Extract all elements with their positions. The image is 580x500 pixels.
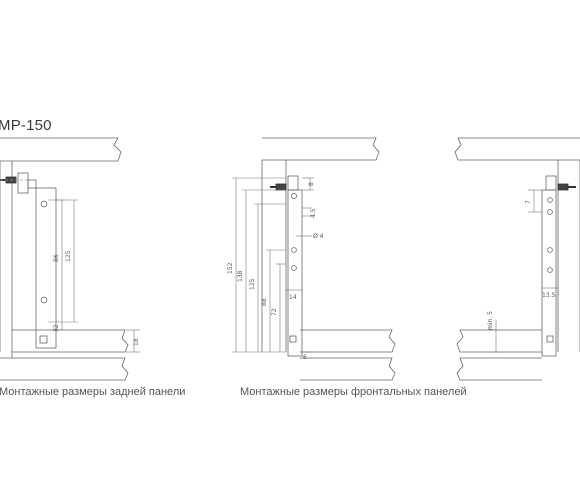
back-dim-1: 86 xyxy=(53,254,60,262)
front-right-dim-2: 13.5 xyxy=(542,292,556,299)
front-left-dim-7: 14 xyxy=(289,294,297,301)
front-left-dim-5: 72 xyxy=(271,308,278,316)
front-panels-caption: Монтажные размеры фронтальных панелей xyxy=(240,386,467,398)
back-top-board xyxy=(0,137,122,162)
back-panel-caption: Монтажные размеры задней панели xyxy=(0,386,186,398)
back-bottom-board xyxy=(12,329,129,353)
back-bracket-body xyxy=(35,187,57,349)
front-left-screw xyxy=(275,183,287,191)
front-right-view xyxy=(454,137,580,381)
front-left-dim-9: 4.5 xyxy=(310,208,317,218)
front-right-bracket xyxy=(541,189,557,357)
front-left-dim-10: Ø 4 xyxy=(313,233,324,240)
front-left-dim-4: 88 xyxy=(261,298,268,306)
front-right-bottom-board xyxy=(456,329,542,353)
back-bracket-head xyxy=(17,172,29,194)
back-dim-3: 32 xyxy=(53,324,60,332)
front-left-dim-6: 8 xyxy=(308,182,315,186)
back-dim-2: 125 xyxy=(65,250,72,262)
model-label: MP-150 xyxy=(0,117,52,134)
front-left-view xyxy=(232,137,396,381)
front-left-dim-3: 125 xyxy=(249,278,256,290)
front-right-dim-1: 7 xyxy=(525,200,532,204)
front-left-dim-8: 6 xyxy=(303,354,307,361)
back-lower-board xyxy=(0,357,129,381)
front-right-lower-board xyxy=(456,357,542,381)
front-left-dim-2: 138 xyxy=(237,270,244,282)
back-panel-view xyxy=(0,137,140,381)
front-left-top-board xyxy=(262,137,380,161)
front-left-bottom-board xyxy=(300,329,396,353)
front-right-dim-3: min. 5 xyxy=(487,311,494,330)
front-left-bracket xyxy=(287,189,303,357)
front-left-lower-board xyxy=(300,357,396,381)
front-left-dim-1: 152 xyxy=(227,262,234,274)
front-right-top-board xyxy=(454,137,580,161)
front-right-screw xyxy=(557,183,569,191)
back-dim-4: 18 xyxy=(133,338,140,346)
